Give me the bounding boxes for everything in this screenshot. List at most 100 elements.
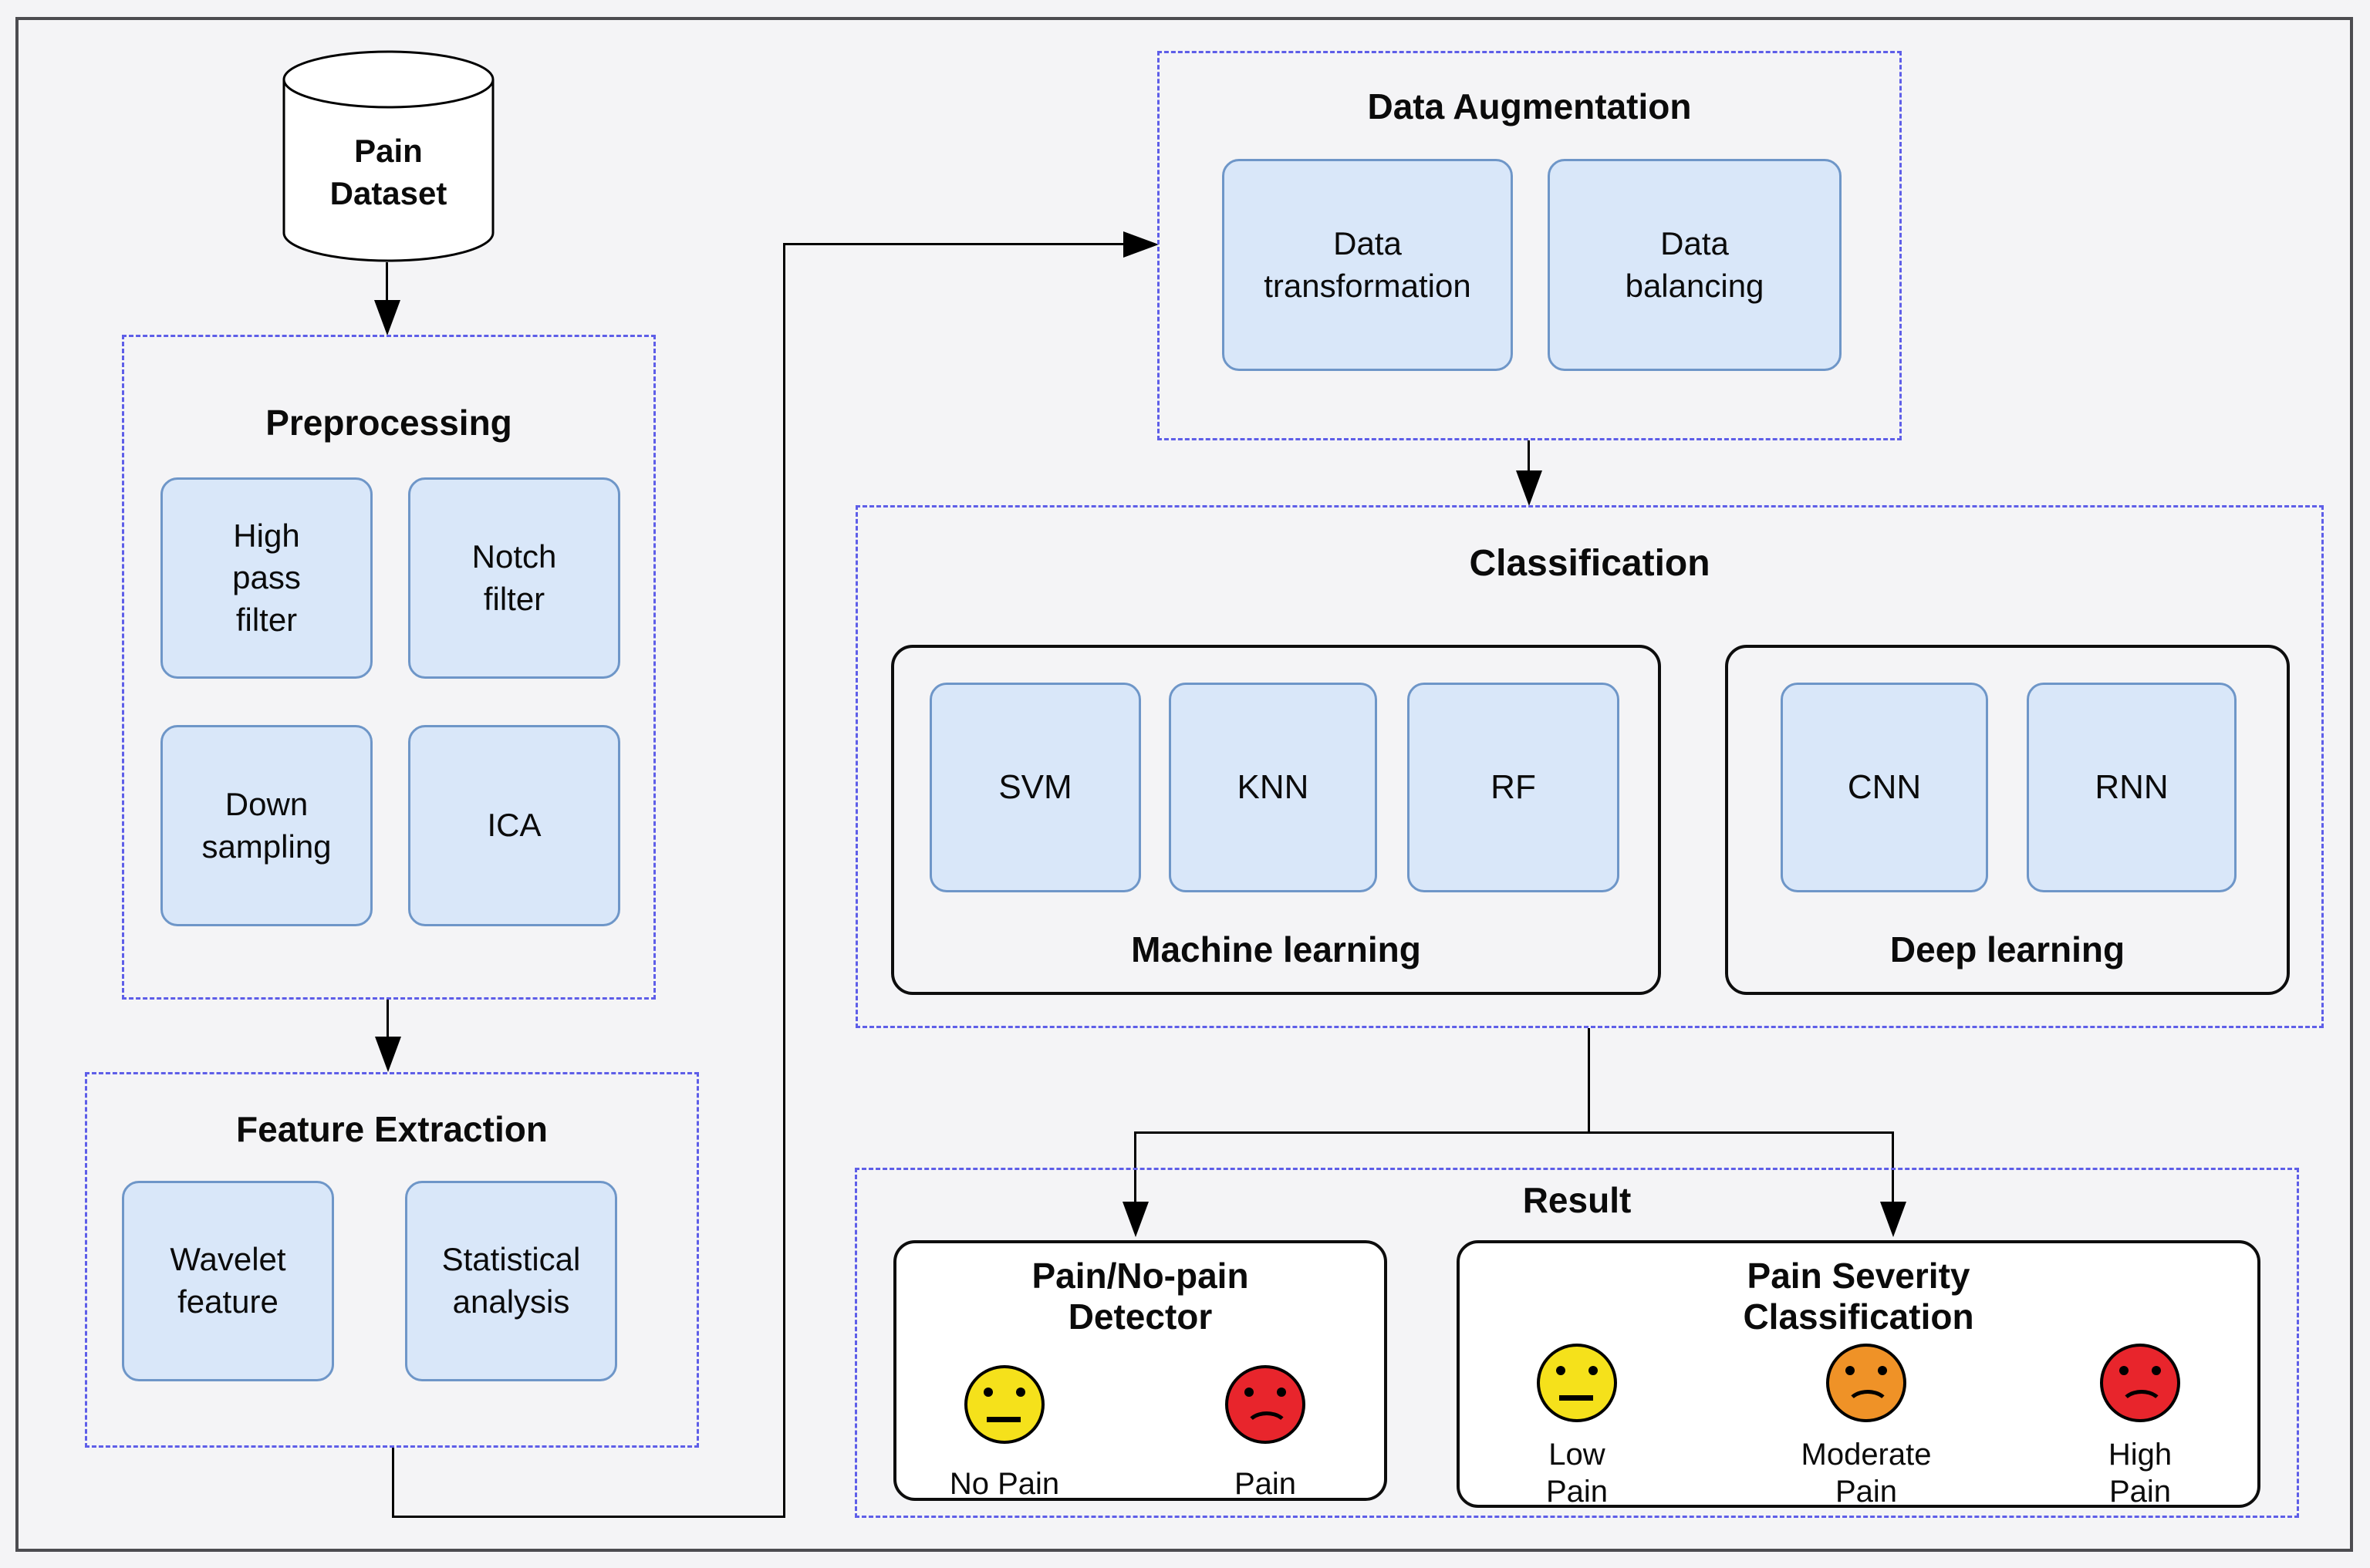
data-augmentation-group: Data Augmentation Data transformation Da… [1157,51,1902,440]
face-eye [984,1388,993,1397]
connector-fe-elbow-across [392,1516,785,1518]
box-label-line: sampling [201,828,332,865]
neutral-face-icon [964,1365,1045,1444]
title-line: Pain/No-pain [1031,1256,1249,1296]
face-label-line: Low [1548,1438,1605,1472]
face-mouth [1244,1411,1289,1445]
face-eye [1244,1388,1254,1397]
face-label-line: Moderate [1801,1438,1932,1472]
box-notch-filter: Notch filter [408,477,620,679]
box-knn: KNN [1169,683,1377,892]
no-pain-label: No Pain [950,1465,1059,1502]
machine-learning-container: SVM KNN RF Machine learning [891,645,1661,995]
preprocessing-title: Preprocessing [265,403,512,443]
connector-fe-elbow-down [392,1448,394,1518]
face-label-line: No Pain [949,1467,1060,1501]
classification-group: Classification SVM KNN RF Machine learni… [856,505,2324,1028]
pain-severity-title: Pain Severity Classification [1460,1243,2257,1337]
face-label-line: High [2108,1438,2172,1472]
box-label-line: Down [225,785,309,822]
model-label: SVM [998,768,1072,807]
face-eye [1277,1388,1286,1397]
box-wavelet-feature: Wavelet feature [122,1181,334,1381]
arrowhead-preprocessing-featureextraction [375,1037,401,1072]
box-data-balancing: Data balancing [1548,159,1842,371]
face-eye [2119,1366,2129,1375]
pain-dataset-line1: Pain [354,133,423,169]
high-pain-item: High Pain [2040,1344,2240,1510]
low-pain-label: Low Pain [1546,1436,1608,1510]
arrowhead-pain-detector [1123,1202,1149,1237]
box-data-transformation: Data transformation [1222,159,1513,371]
face-label-line: Pain [1545,1475,1609,1509]
connector-dataaug-classification [1528,440,1530,473]
title-line: Pain Severity [1747,1256,1970,1296]
face-eye [1556,1366,1565,1375]
connector-result-split [1134,1131,1894,1134]
box-rnn: RNN [2027,683,2237,892]
box-cnn: CNN [1781,683,1988,892]
high-pain-label: High Pain [2108,1436,2172,1510]
box-label-line: pass [232,559,301,596]
pain-no-pain-detector-box: Pain/No-pain Detector No Pain [893,1240,1387,1501]
sad-face-icon [2100,1344,2180,1422]
box-label-line: Data [1660,224,1729,261]
box-statistical-analysis: Statistical analysis [405,1181,617,1381]
pain-item: Pain [1173,1365,1358,1502]
pain-label: Pain [1234,1465,1296,1502]
outer-frame [15,17,2353,1552]
title-line: Classification [1743,1296,1974,1337]
box-label-line: feature [177,1283,279,1320]
box-label-line: filter [483,580,545,617]
connector-preprocessing-featureextraction [387,1000,389,1038]
face-label-line: Pain [1234,1467,1297,1501]
model-label: RF [1491,768,1536,807]
face-label-line: Pain [2108,1475,2172,1509]
model-label: RNN [2095,768,2169,807]
model-label: CNN [1847,768,1922,807]
pain-dataset-line2: Dataset [329,175,447,212]
connector-dataset-preprocessing [386,262,388,302]
model-label: KNN [1237,768,1309,807]
arrowhead-dataset-preprocessing [374,300,400,336]
box-label-line: Data [1333,224,1402,261]
face-eye [1845,1366,1855,1375]
machine-learning-label: Machine learning [1131,929,1421,969]
box-label-line: filter [235,601,298,638]
box-ica: ICA [408,725,620,926]
box-high-pass-filter: High pass filter [160,477,373,679]
face-mouth [1845,1390,1890,1424]
connector-fe-elbow-up [783,243,785,1518]
face-eye [1588,1366,1598,1375]
arrowhead-fe-dataaug [1123,231,1159,258]
arrowhead-dataaug-classification [1516,470,1542,506]
title-line: Detector [1068,1296,1213,1337]
pain-severity-classification-box: Pain Severity Classification Low Pain [1457,1240,2260,1510]
sad-face-icon [1225,1365,1305,1444]
box-label-line: High [233,517,300,554]
moderate-pain-item: Moderate Pain [1766,1344,1967,1510]
classification-title: Classification [1469,543,1710,584]
face-mouth [2119,1390,2164,1424]
connector-classification-down [1588,1028,1590,1133]
face-label-line: Pain [1835,1475,1898,1509]
low-pain-item: Low Pain [1477,1344,1677,1510]
face-mouth [1559,1395,1593,1401]
preprocessing-group: Preprocessing High pass filter Notch fil… [122,335,656,1000]
neutral-face-icon [1537,1344,1617,1422]
connector-fe-dataaug [783,243,1126,245]
box-label-line: analysis [452,1283,570,1320]
result-title: Result [1522,1180,1632,1220]
box-label-line: balancing [1625,267,1764,304]
box-label-line: ICA [487,807,542,844]
database-cylinder-icon [282,50,495,262]
box-label-line: Wavelet [170,1241,286,1278]
moderate-pain-label: Moderate Pain [1801,1436,1932,1510]
sad-face-icon [1826,1344,1906,1422]
feature-extraction-group: Feature Extraction Wavelet feature Stati… [85,1072,699,1448]
box-svm: SVM [930,683,1141,892]
box-label-line: Notch [471,538,557,575]
no-pain-item: No Pain [912,1365,1097,1502]
data-augmentation-title: Data Augmentation [1367,86,1692,126]
